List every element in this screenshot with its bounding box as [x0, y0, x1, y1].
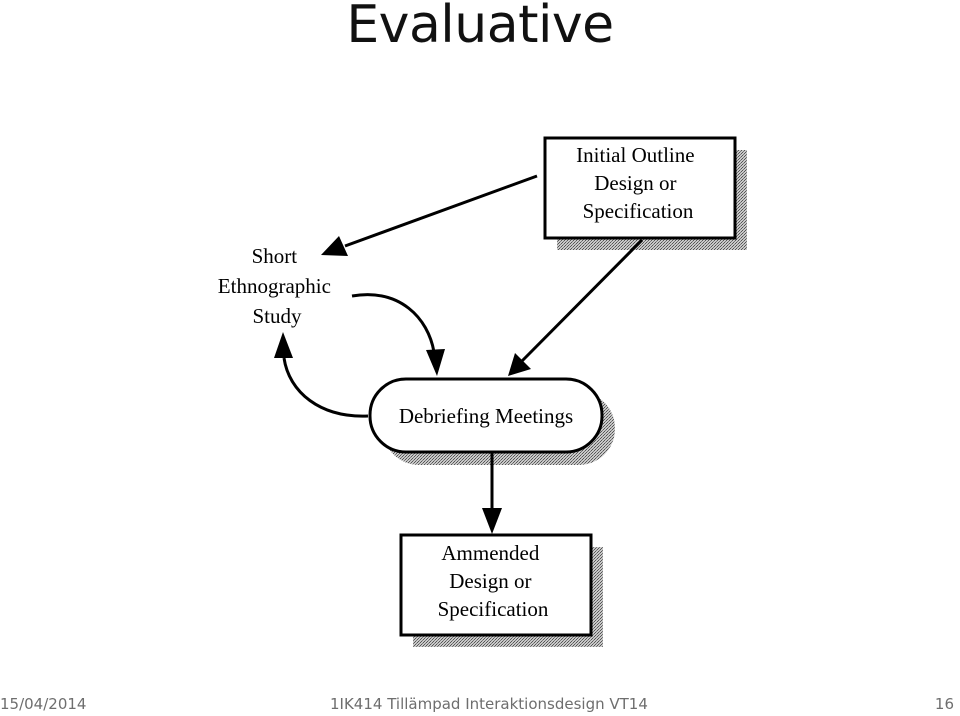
node-ethnographic-study-line-2: Ethnographic [218, 274, 331, 298]
node-amended-design-line-3: Specification [438, 597, 549, 621]
svg-text:Initial Outline Design o: Initial Outline Design or Specification [576, 143, 700, 223]
footer-date: 15/04/2014 [0, 695, 87, 713]
node-ethnographic-study-line-1: Short [252, 244, 298, 268]
arrow-ethnographic-to-debriefing [351, 293, 445, 376]
slide-title: Evaluative [346, 0, 614, 55]
node-debriefing-meetings-box [368, 377, 604, 454]
node-ethnographic-study: Short Ethnographic Study [218, 244, 336, 328]
node-amended-design-line-1: Ammended [441, 541, 539, 565]
arrow-debriefing-to-ethnographic [274, 332, 369, 418]
node-debriefing-meetings: Debriefing Meetings [368, 377, 615, 465]
node-amended-design-line-2: Design or [449, 569, 531, 593]
arrow-debriefing-to-amended [482, 453, 502, 534]
svg-text:Short Ethnographic: Short Ethnographic Study [218, 244, 336, 328]
node-initial-outline: Initial Outline Design or Specification [543, 136, 747, 250]
node-amended-design: Ammended Design or Specification [399, 533, 603, 647]
node-debriefing-meetings-label: Debriefing Meetings [399, 404, 573, 428]
arrow-initial-to-ethnographic [321, 174, 538, 256]
arrow-initial-to-debriefing [508, 238, 644, 376]
node-initial-outline-box [543, 136, 737, 240]
footer-page-number: 16 [934, 695, 954, 713]
node-initial-outline-line-2: Design or [594, 171, 676, 195]
node-initial-outline-line-1: Initial Outline [576, 143, 694, 167]
footer-course: 1IK414 Tillämpad Interaktionsdesign VT14 [330, 695, 648, 713]
node-initial-outline-line-3: Specification [583, 199, 694, 223]
node-ethnographic-study-line-3: Study [252, 304, 302, 328]
node-amended-design-box [399, 533, 593, 637]
svg-text:Ammended Design or: Ammended Design or Specification [438, 541, 549, 621]
